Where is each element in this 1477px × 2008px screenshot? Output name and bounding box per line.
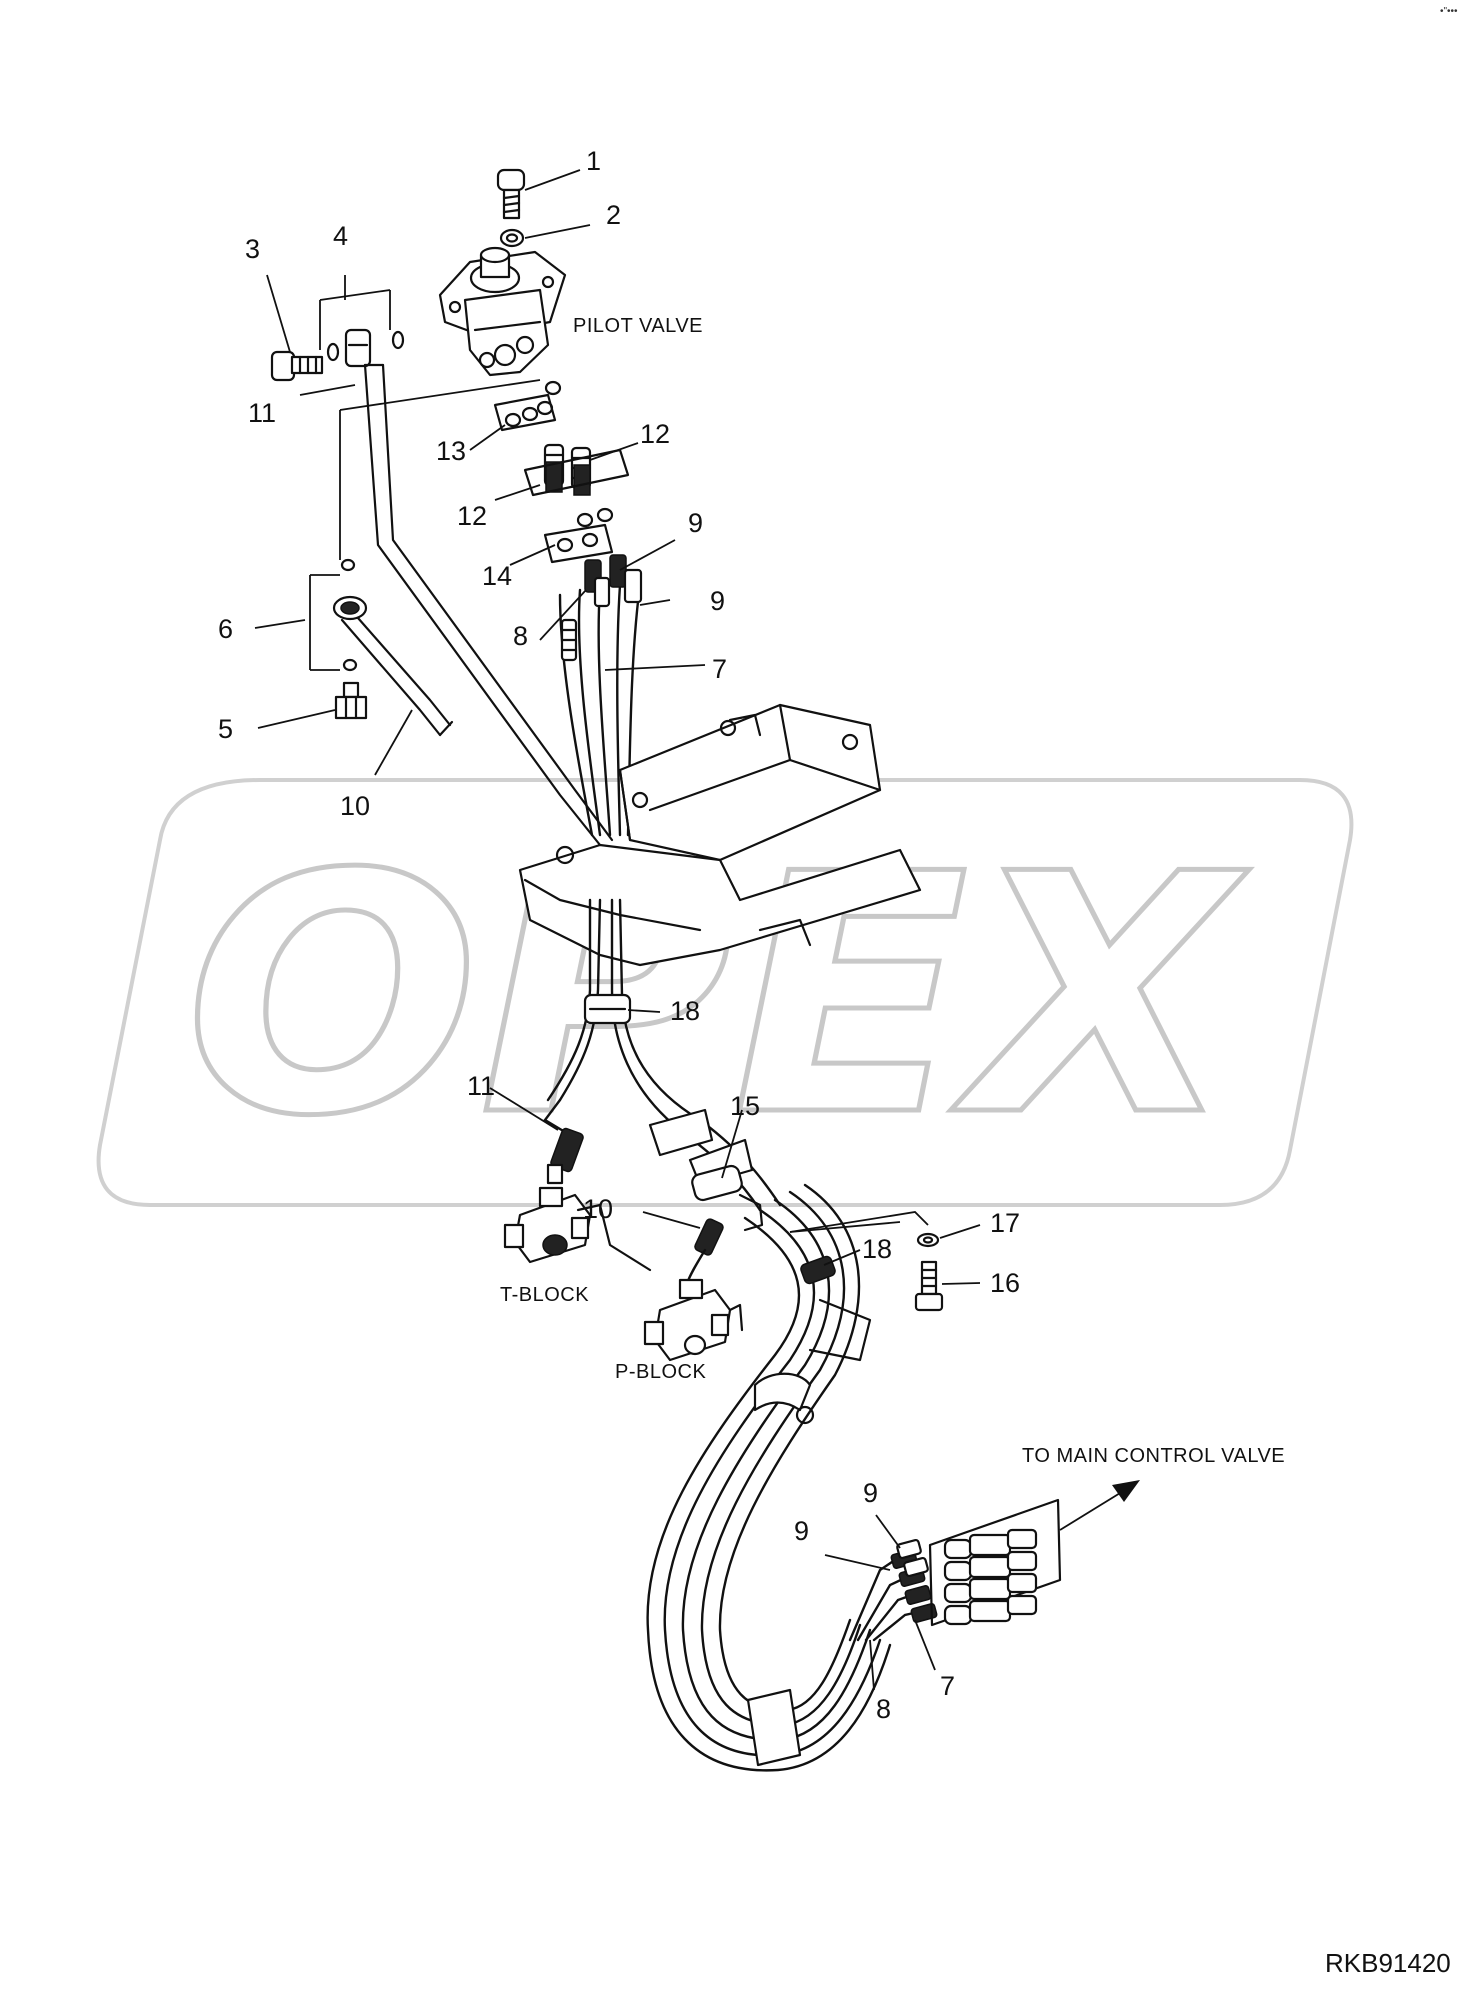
drawing-id: RKB91420 [1325, 1948, 1451, 1978]
component-labels: PILOT VALVE T-BLOCK P-BLOCK TO MAIN CONT… [500, 315, 1451, 1978]
label-t-block: T-BLOCK [500, 1284, 589, 1306]
plug-5 [334, 681, 368, 720]
adapter-11-top [344, 328, 372, 368]
callout-9: 9 [688, 508, 703, 538]
label-pilot-valve: PILOT VALVE [573, 315, 703, 337]
bracket-leaders [789, 1211, 929, 1233]
t-block [503, 1186, 652, 1272]
callout-8: 8 [513, 621, 528, 651]
callout-7: 7 [712, 654, 727, 684]
o-rings-4 [319, 289, 405, 362]
callout-11: 11 [467, 1071, 495, 1101]
hose-from-swivel [340, 616, 454, 737]
corner-mark: •"••• [1440, 6, 1458, 17]
label-to-main-control-valve: TO MAIN CONTROL VALVE [1022, 1445, 1285, 1467]
callout-12: 12 [457, 501, 487, 531]
callout-1: 1 [586, 146, 601, 176]
callout-leaders [254, 169, 981, 1691]
p-block [643, 1278, 744, 1362]
callout-9: 9 [710, 586, 725, 616]
washer-17 [916, 1232, 940, 1248]
bolt-3 [270, 350, 324, 382]
callout-10: 10 [340, 791, 370, 821]
callout-14: 14 [482, 561, 512, 591]
callout-10: 10 [583, 1194, 613, 1224]
hose-11-to-tblock [543, 1098, 584, 1185]
callout-7: 7 [940, 1671, 955, 1701]
opex-watermark: OPEX [96, 778, 1354, 1207]
bolt-16 [914, 1260, 944, 1312]
callout-9: 9 [794, 1516, 809, 1546]
small-fittings [339, 379, 630, 564]
pilot-valve [438, 246, 567, 377]
callout-11: 11 [248, 398, 276, 428]
lower-hose-stem [546, 898, 702, 1132]
callout-18: 18 [862, 1234, 892, 1264]
hose-10 [363, 363, 614, 847]
callout-3: 3 [245, 234, 260, 264]
callout-15: 15 [730, 1091, 760, 1121]
mcv-fittings [928, 1480, 1140, 1627]
washer-2 [499, 228, 525, 248]
callout-8: 8 [876, 1694, 891, 1724]
hose-15-midsection [648, 1108, 782, 1302]
label-p-block: P-BLOCK [615, 1361, 706, 1383]
hose-end-fittings [848, 1538, 938, 1642]
callout-18: 18 [670, 996, 700, 1026]
callout-2: 2 [606, 200, 621, 230]
callout-13: 13 [436, 436, 466, 466]
swivel-6 [309, 558, 368, 672]
bolt-1 [496, 168, 526, 220]
callout-9: 9 [863, 1478, 878, 1508]
upper-hose-bundle [558, 554, 643, 837]
callout-4: 4 [333, 221, 348, 251]
callout-6: 6 [218, 614, 233, 644]
main-hose-bundle [646, 1183, 892, 1772]
callout-17: 17 [990, 1208, 1020, 1238]
callout-numbers: 1 2 3 4 11 13 12 12 9 14 9 6 8 7 5 10 18… [218, 146, 1020, 1724]
callout-12: 12 [640, 419, 670, 449]
callout-16: 16 [990, 1268, 1020, 1298]
callout-5: 5 [218, 714, 233, 744]
